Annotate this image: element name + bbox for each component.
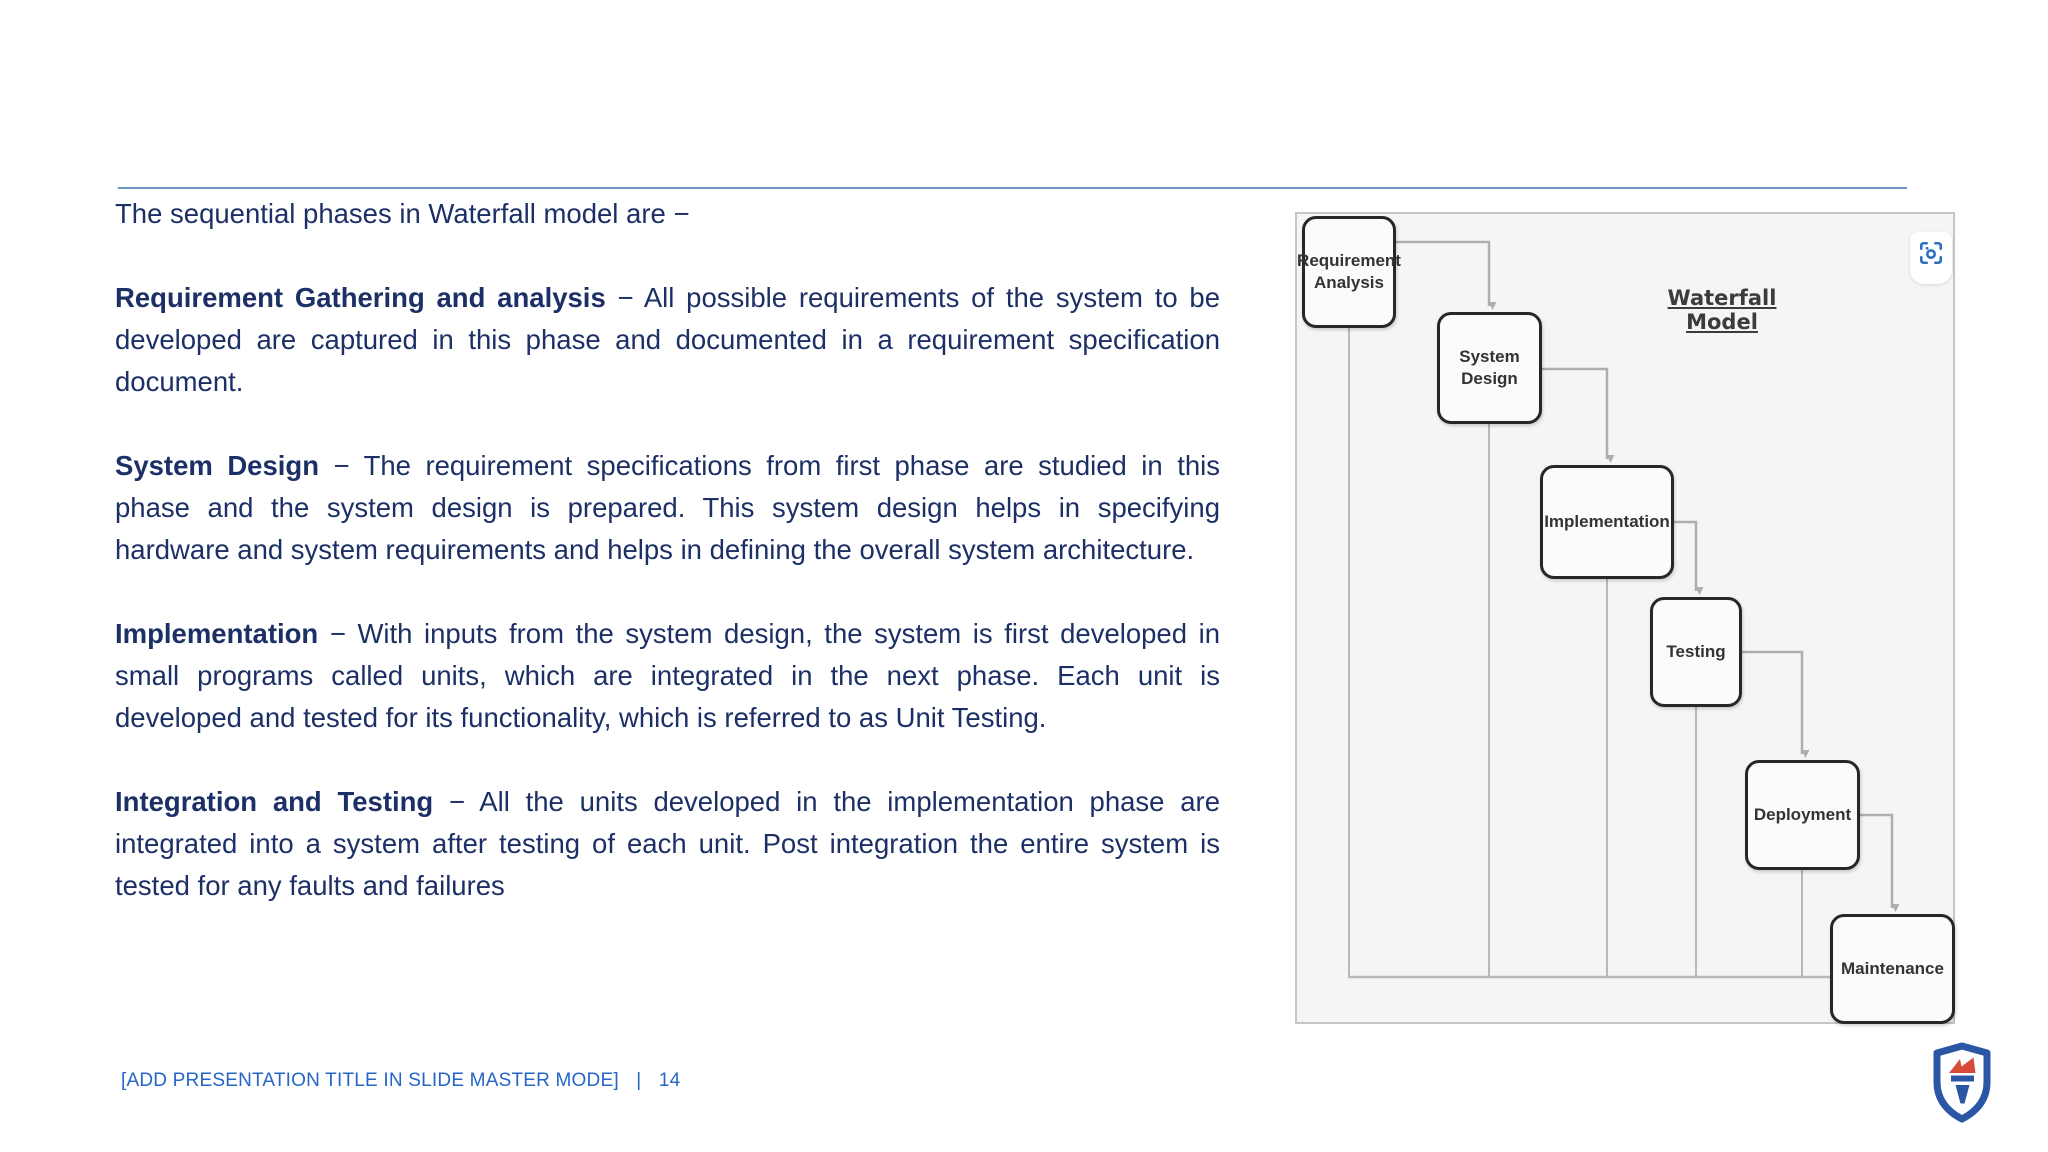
diagram-box-system-design: System Design <box>1437 312 1542 424</box>
paragraph-heading: Implementation <box>115 618 319 649</box>
diagram-box-testing: Testing <box>1650 597 1742 707</box>
paragraph-text: − With inputs from the system design, th… <box>115 618 1221 733</box>
intro-text: The sequential phases in Waterfall model… <box>115 198 690 229</box>
diagram-box-deployment: Deployment <box>1745 760 1860 870</box>
slide-body-text: The sequential phases in Waterfall model… <box>115 193 1220 949</box>
paragraph-system-design: System Design − The requirement specific… <box>115 445 1220 571</box>
paragraph-heading: System Design <box>115 450 320 481</box>
organization-logo <box>1930 1042 1994 1124</box>
diagram-connectors <box>1348 240 1900 979</box>
shield-torch-icon <box>1933 1042 1991 1123</box>
diagram-box-implementation: Implementation <box>1540 465 1674 579</box>
footer-separator: | <box>636 1070 642 1091</box>
paragraph-text: − All the units developed in the impleme… <box>115 786 1220 901</box>
paragraph-text: − The requirement specifications from fi… <box>115 450 1220 565</box>
diagram-box-requirement-analysis: Requirement Analysis <box>1297 216 1401 328</box>
waterfall-diagram-image: Waterfall Model Requirement Analysis Sys… <box>1295 212 1955 1024</box>
diagram-box-maintenance: Maintenance <box>1830 914 1955 1024</box>
visual-search-button[interactable] <box>1910 232 1952 284</box>
paragraph-requirement-gathering: Requirement Gathering and analysis − All… <box>115 277 1220 403</box>
slide-footer: [ADD PRESENTATION TITLE IN SLIDE MASTER … <box>115 1070 686 1092</box>
footer-title: [ADD PRESENTATION TITLE IN SLIDE MASTER … <box>121 1070 619 1091</box>
paragraph-integration-testing: Integration and Testing − All the units … <box>115 781 1220 907</box>
paragraph-heading: Requirement Gathering and analysis <box>115 282 606 313</box>
paragraph-implementation: Implementation − With inputs from the sy… <box>115 613 1220 739</box>
footer-page-number: 14 <box>658 1070 681 1091</box>
paragraph-heading: Integration and Testing <box>115 786 434 817</box>
paragraph-text: − All possible requirements of the syste… <box>115 282 1220 397</box>
diagram-title: Waterfall Model <box>1667 286 1777 334</box>
header-rule <box>118 187 1907 189</box>
visual-search-icon <box>1919 241 1943 265</box>
intro-paragraph: The sequential phases in Waterfall model… <box>115 193 1220 235</box>
